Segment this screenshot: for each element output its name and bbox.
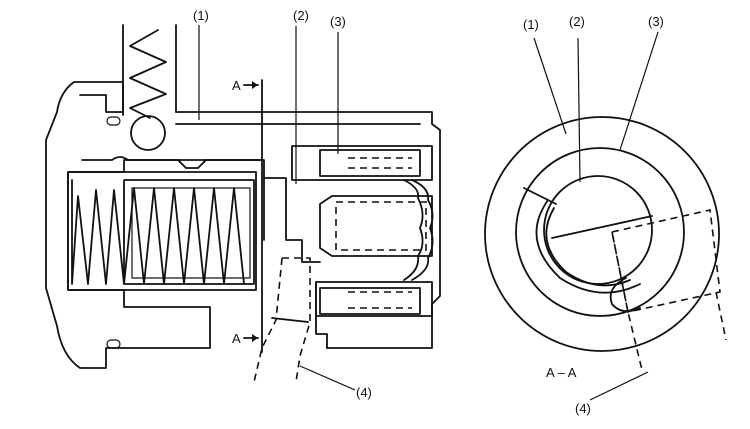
label-part-1: (1) bbox=[193, 8, 209, 23]
ball bbox=[130, 115, 166, 151]
cross-section-view: (1) (2) (3) (4) A – A bbox=[484, 14, 727, 416]
label-r-part-3: (3) bbox=[648, 14, 664, 29]
cam-extension-hidden-right bbox=[715, 291, 727, 341]
cam-extension-hidden bbox=[611, 231, 643, 371]
cam-outline-hidden bbox=[282, 257, 311, 383]
upper-pin-housing bbox=[291, 145, 433, 181]
leader-r-1 bbox=[533, 37, 567, 135]
leader-r-4 bbox=[589, 371, 649, 401]
label-part-4: (4) bbox=[356, 385, 372, 400]
section-label-top: A bbox=[232, 78, 241, 93]
ring-chord-left bbox=[523, 187, 557, 205]
label-r-part-1: (1) bbox=[523, 17, 539, 32]
section-label-bottom: A bbox=[232, 331, 241, 346]
ball-channel bbox=[81, 156, 263, 169]
section-caption: A – A bbox=[546, 365, 577, 380]
section-arrow-top-head bbox=[252, 81, 258, 89]
side-section-view: (1) (2) (3) (4) A A bbox=[45, 8, 441, 400]
seal-upper bbox=[106, 116, 121, 126]
piston-bore bbox=[67, 171, 257, 291]
label-r-part-4: (4) bbox=[575, 401, 591, 416]
leader-r-2 bbox=[577, 37, 581, 183]
middle-ring bbox=[515, 147, 685, 317]
center-member bbox=[263, 177, 321, 263]
section-arrow-bottom-head bbox=[252, 334, 258, 342]
housing-outline bbox=[45, 81, 265, 369]
housing-left-stub bbox=[79, 94, 124, 113]
right-wave-seal bbox=[403, 179, 424, 281]
cam-square-hidden bbox=[611, 209, 721, 313]
upper-spring bbox=[129, 29, 167, 119]
lower-body-step bbox=[315, 281, 328, 349]
inner-bore bbox=[543, 175, 653, 285]
seal-lower bbox=[106, 339, 121, 349]
label-part-3: (3) bbox=[330, 14, 346, 29]
leader-4 bbox=[299, 365, 356, 391]
plunger-hidden-core bbox=[335, 201, 427, 251]
piston-body bbox=[123, 179, 255, 285]
bore-chord bbox=[551, 215, 653, 239]
lower-pin bbox=[319, 287, 421, 315]
piston-coil-spring bbox=[71, 179, 245, 285]
central-plunger bbox=[319, 195, 433, 257]
cam-edge bbox=[271, 317, 309, 323]
leader-r-3 bbox=[619, 31, 659, 151]
cam-contact-circle bbox=[609, 277, 641, 313]
right-wave-seal-inner bbox=[411, 179, 434, 281]
spiral-clip bbox=[535, 199, 641, 294]
piston-cavity bbox=[131, 187, 251, 279]
spiral-clip-inner bbox=[545, 207, 631, 287]
outer-ring bbox=[484, 116, 720, 352]
label-part-2: (2) bbox=[293, 8, 309, 23]
cam-outline-hidden-left bbox=[253, 257, 283, 383]
upper-pin bbox=[319, 149, 421, 177]
label-r-part-2: (2) bbox=[569, 14, 585, 29]
top-plate bbox=[175, 111, 441, 349]
